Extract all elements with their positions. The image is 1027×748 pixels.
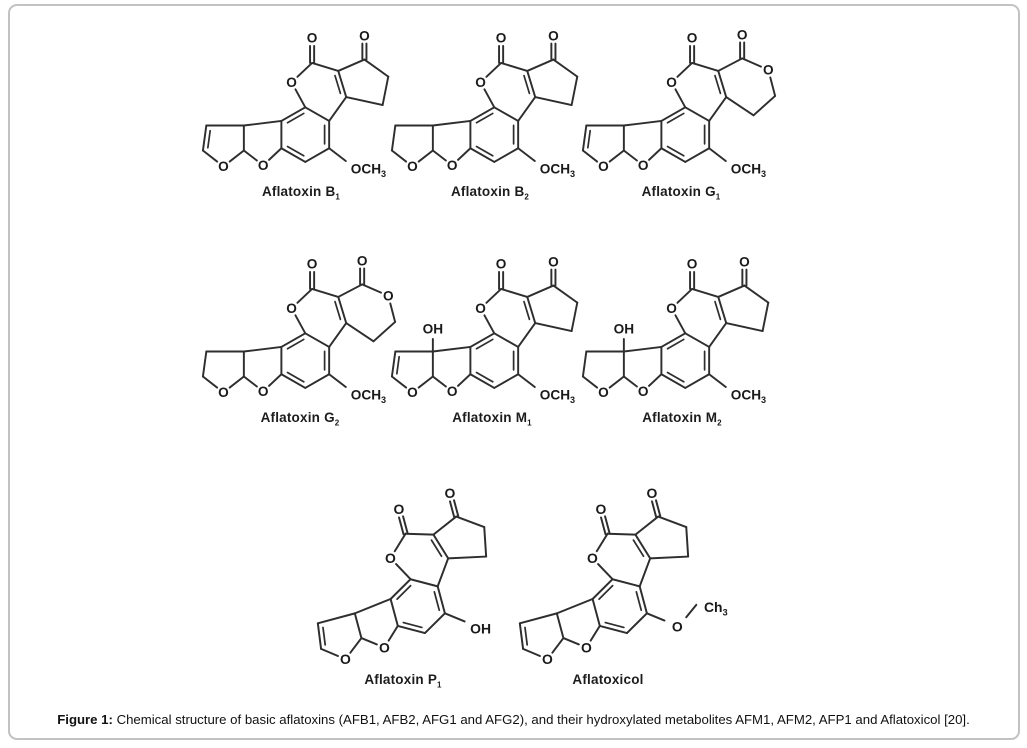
atom-label: O <box>447 158 458 173</box>
atom-label: O <box>475 301 486 316</box>
molecule-name: Aflatoxicol <box>572 672 644 687</box>
atom-label: O <box>638 384 649 399</box>
atom-label: O <box>687 257 698 272</box>
atom-label: O <box>737 27 748 42</box>
atom-label: O <box>307 257 318 272</box>
molecule-label: Aflatoxin G1 <box>565 184 797 202</box>
molecule-name: Aflatoxin P <box>364 672 438 687</box>
atom-label: O <box>672 618 683 634</box>
atom-label: O <box>666 301 677 316</box>
atom-label: O <box>548 254 559 269</box>
structure-aflatoxin-p1: O O O O O OH <box>316 485 491 667</box>
structure-aflatoxin-m2: O O O O O OH OCH3 <box>581 254 770 405</box>
atom-label: O <box>496 31 507 46</box>
atom-label: OH <box>423 322 443 337</box>
molecule-subscript: 2 <box>717 418 722 428</box>
atom-label: O <box>379 639 390 655</box>
atom-label: O <box>444 485 455 501</box>
molecule-subscript: 1 <box>335 192 341 202</box>
atom-label: O <box>581 639 592 655</box>
molecule-label: Aflatoxin B2 <box>374 184 606 202</box>
atom-label: O <box>646 485 657 501</box>
atom-label: OH <box>470 620 491 636</box>
atom-label: O <box>666 75 677 90</box>
atom-label: O <box>407 159 418 174</box>
molecule-name: Aflatoxin M <box>642 410 718 425</box>
atom-label: O <box>496 257 507 272</box>
atom-label: OCH3 <box>540 162 575 179</box>
structure-aflatoxin-g1: O O O O O O OCH3 <box>581 27 777 179</box>
molecule-subscript: 1 <box>527 418 532 428</box>
atom-label: O <box>340 651 351 667</box>
molecule-aflatoxin-b2: O O O O O OCH3 Aflatoxin B2 <box>376 14 608 202</box>
atom-label: O <box>286 301 297 316</box>
atom-label: OH <box>614 322 634 337</box>
molecule-name: Aflatoxin B <box>261 184 336 199</box>
atom-label: O <box>447 384 458 399</box>
atom-label: O <box>258 384 269 399</box>
figure-caption-label: Figure 1: <box>57 712 113 727</box>
molecule-label: Aflatoxicol <box>492 672 724 690</box>
molecule-name: Aflatoxin G <box>260 410 335 425</box>
structure-aflatoxin-m1: O O O O O OH OCH3 <box>390 254 579 405</box>
molecule-label: Aflatoxin G2 <box>184 410 416 428</box>
molecule-subscript: 1 <box>437 680 442 690</box>
molecule-aflatoxin-m1: O O O O O OH OCH3 Aflatoxin M1 <box>376 240 608 428</box>
structure-aflatoxin-b1: O O O O O OCH3 <box>201 28 390 179</box>
atom-label: O <box>687 31 698 46</box>
atom-label: OCH3 <box>540 388 575 405</box>
molecule-aflatoxicol: O O O O O O Ch3 Aflatoxicol <box>490 482 736 687</box>
molecule-aflatoxin-b1: O O O O O OCH3 Aflatoxin B1 <box>187 14 419 202</box>
structure-aflatoxin-g2: O O O O O O OCH3 <box>201 253 397 405</box>
atom-label: O <box>357 253 368 268</box>
molecule-label: Aflatoxin M1 <box>376 410 608 428</box>
structure-aflatoxicol: O O O O O O Ch3 <box>518 485 728 667</box>
atom-label: O <box>596 501 607 517</box>
atom-label: OCH3 <box>351 388 386 405</box>
atom-label: Ch3 <box>704 599 728 617</box>
molecule-aflatoxin-g2: O O O O O O OCH3 Aflatoxin G2 <box>187 240 419 428</box>
atom-label: O <box>394 501 405 517</box>
molecule-subscript: 2 <box>334 418 340 428</box>
atom-label: O <box>286 75 297 90</box>
atom-label: O <box>218 385 229 400</box>
atom-label: O <box>475 75 486 90</box>
molecule-name: Aflatoxin G <box>641 184 716 199</box>
molecule-subscript: 1 <box>715 192 721 202</box>
atom-label: O <box>548 28 559 43</box>
atom-label: O <box>542 651 553 667</box>
molecule-label: Aflatoxin P1 <box>287 672 519 690</box>
atom-label: OCH3 <box>731 388 766 405</box>
molecule-subscript: 2 <box>524 192 530 202</box>
molecule-aflatoxin-m2: O O O O O OH OCH3 Aflatoxin M2 <box>567 240 799 428</box>
atom-label: O <box>598 159 609 174</box>
molecule-aflatoxin-p1: O O O O O OH Aflatoxin P1 <box>288 482 534 690</box>
atom-label: O <box>638 158 649 173</box>
molecule-name: Aflatoxin M <box>452 410 528 425</box>
atom-label: O <box>587 550 598 566</box>
figure-caption: Figure 1: Chemical structure of basic af… <box>40 712 987 727</box>
atom-label: O <box>218 159 229 174</box>
figure-caption-text: Chemical structure of basic aflatoxins (… <box>112 712 970 727</box>
atom-label: O <box>359 28 370 43</box>
structure-aflatoxin-b2: O O O O O OCH3 <box>390 28 579 179</box>
molecule-label: Aflatoxin M2 <box>566 410 798 428</box>
atom-label: O <box>258 158 269 173</box>
atom-label: O <box>307 31 318 46</box>
atom-label: O <box>763 63 774 78</box>
atom-label: O <box>383 289 394 304</box>
molecule-name: Aflatoxin B <box>450 184 525 199</box>
atom-label: O <box>385 550 396 566</box>
atom-label: OCH3 <box>731 162 766 179</box>
atom-label: O <box>598 385 609 400</box>
molecule-label: Aflatoxin B1 <box>185 184 417 202</box>
molecule-aflatoxin-g1: O O O O O O OCH3 Aflatoxin G1 <box>567 14 799 202</box>
atom-label: O <box>407 385 418 400</box>
atom-label: O <box>739 254 750 269</box>
atom-label: OCH3 <box>351 162 386 179</box>
